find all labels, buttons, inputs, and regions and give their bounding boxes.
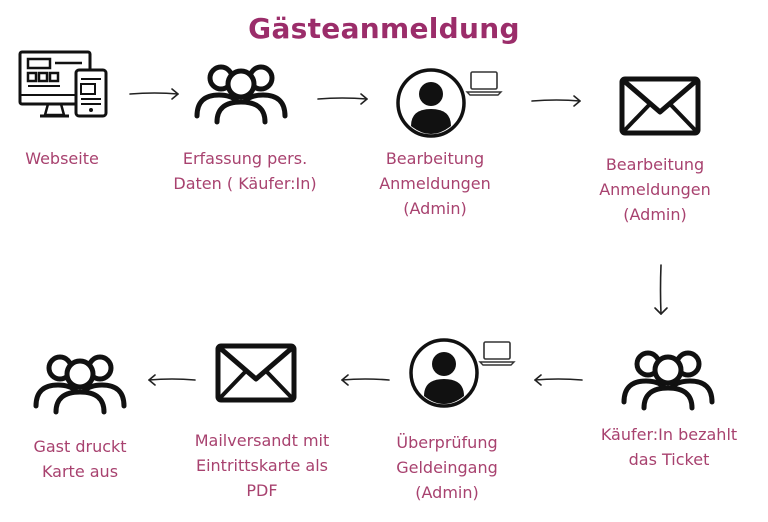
group-icon (36, 357, 124, 412)
arrow-right-icon (129, 88, 179, 100)
node-label-ueberpruefung: Überprüfung Geldeingang (Admin) (396, 433, 498, 502)
group-icon (624, 353, 712, 408)
node-label-bearbeitung-1: Bearbeitung Anmeldungen (Admin) (379, 149, 491, 218)
arrow-down-icon (654, 264, 668, 315)
page-title: Gästeanmeldung (248, 12, 520, 45)
node-label-erfassung: Erfassung pers. Daten ( Käufer:In) (173, 149, 317, 193)
arrow-right-icon (531, 95, 581, 107)
node-label-webseite: Webseite (25, 149, 99, 168)
envelope-icon (622, 79, 698, 133)
node-label-bearbeitung-2: Bearbeitung Anmeldungen (Admin) (599, 155, 711, 224)
devices-icon (18, 50, 108, 118)
envelope-icon (218, 346, 294, 400)
arrow-left-icon (341, 374, 390, 386)
arrow-left-icon (148, 374, 196, 386)
node-label-mailversand: Mailversandt mit Eintrittskarte als PDF (194, 431, 330, 500)
admin-avatar-icon (409, 338, 516, 408)
arrow-left-icon (534, 374, 583, 386)
node-label-kaeufer-bezahlt: Käufer:In bezahlt das Ticket (600, 425, 738, 469)
group-icon (197, 67, 285, 122)
admin-avatar-icon (396, 68, 503, 138)
arrow-right-icon (317, 93, 368, 105)
node-label-gast-druckt: Gast druckt Karte aus (33, 437, 127, 481)
